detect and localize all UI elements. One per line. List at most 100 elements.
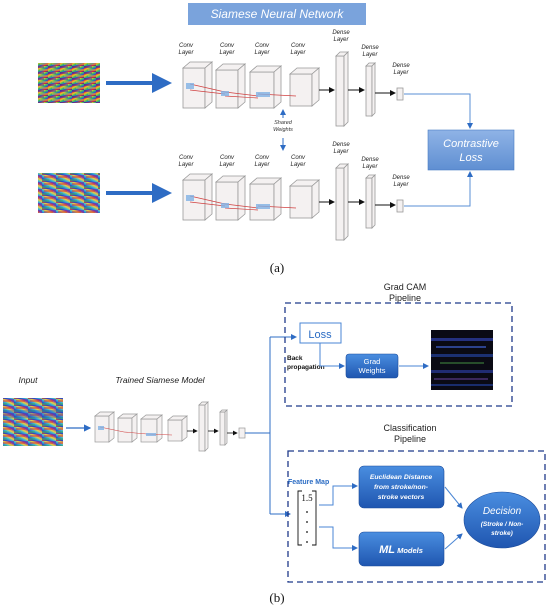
loss-connector-top <box>404 93 473 129</box>
ml-models-label: ML Models <box>379 544 423 556</box>
euclidean-label-2: from stroke/non- <box>374 484 429 491</box>
kernel-top-1 <box>186 83 194 89</box>
dense-block-1 <box>335 51 349 127</box>
conv-block-b3 <box>248 177 283 221</box>
dense-block-2 <box>365 62 376 117</box>
model-kernel-2 <box>146 433 156 436</box>
dense-label-2: Dense <box>361 45 379 51</box>
dense-label-b1b: Layer <box>333 149 349 155</box>
conv-label-4b: Layer <box>290 50 306 56</box>
caption-a: (a) <box>270 260 284 275</box>
dense-label-3: Dense <box>392 63 410 69</box>
back-prop-label: Back <box>287 355 303 362</box>
back-prop-label-2: propagation <box>287 364 325 371</box>
model-conv-4 <box>167 415 188 442</box>
decision-label: Decision <box>483 506 522 517</box>
conv-block-4 <box>288 67 321 107</box>
dense-label-2b: Layer <box>362 52 378 58</box>
vector-first-value: 1.5 <box>301 493 313 503</box>
ml-models-label-bold: ML <box>379 544 395 556</box>
conv-label-b4: Conv <box>291 155 306 161</box>
euclidean-box <box>358 465 445 509</box>
conv-label-4: Conv <box>291 43 306 49</box>
dense-block-b3 <box>396 199 404 213</box>
conv-label-b2: Conv <box>220 155 235 161</box>
conv-label-3: Conv <box>255 43 270 49</box>
title-box <box>188 3 366 25</box>
ml-to-decision <box>444 533 463 550</box>
kernel-bottom-1 <box>186 195 194 201</box>
kernel-bottom-3 <box>256 204 270 209</box>
network-title: Siamese Neural Network <box>211 7 345 21</box>
input-spectrogram-bottom <box>38 173 100 213</box>
decision-node <box>463 491 541 549</box>
feature-map-label: Feature Map <box>288 479 329 486</box>
conv-label-b3b: Layer <box>254 162 270 168</box>
dense-block-b1 <box>335 163 349 241</box>
dense-label-b3: Dense <box>392 175 410 181</box>
top-branch <box>181 51 404 127</box>
conv-block-b4 <box>288 179 321 219</box>
contrastive-loss-label: Contrastive <box>443 138 499 150</box>
ml-models-label-rest: Models <box>395 546 423 555</box>
shared-weights-label-2: Weights <box>273 127 293 133</box>
input-label: Input <box>19 375 39 385</box>
gradcam-title: Grad CAM <box>384 282 427 292</box>
kernel-top-3 <box>256 92 270 97</box>
dense-label-1: Dense <box>332 30 350 36</box>
dense-label-3b: Layer <box>393 70 409 76</box>
euclidean-label: Euclidean Distance <box>370 474 433 481</box>
conv-label-1b: Layer <box>178 50 194 56</box>
gradcam-heatmap <box>431 330 493 390</box>
conv-label-1: Conv <box>179 43 194 49</box>
gradcam-frame <box>284 302 513 407</box>
model-conv-2 <box>117 413 138 443</box>
conv-label-2: Conv <box>220 43 235 49</box>
input-band <box>3 410 63 418</box>
vector-to-euclid <box>319 483 358 506</box>
vector-right-bracket <box>312 490 317 546</box>
vector-ellipsis <box>306 511 308 543</box>
dense-label-1b: Layer <box>333 37 349 43</box>
conv-label-2b: Layer <box>219 50 235 56</box>
dense-label-b2b: Layer <box>362 164 378 170</box>
decision-label-3: stroke) <box>491 530 513 537</box>
conv-label-b3: Conv <box>255 155 270 161</box>
conv-label-b4b: Layer <box>290 162 306 168</box>
dense-label-b3b: Layer <box>393 182 409 188</box>
gradcam-title-2: Pipeline <box>389 293 421 303</box>
conv-block-3 <box>248 65 283 109</box>
model-dense-2 <box>219 409 228 446</box>
conv-label-b1: Conv <box>179 155 194 161</box>
grad-weights-label: Grad <box>364 357 381 366</box>
decision-label-2: (Stroke / Non- <box>481 521 524 528</box>
trained-model <box>94 401 246 452</box>
vector-to-ml <box>319 526 358 551</box>
conv-block-b2 <box>214 175 247 221</box>
input-image <box>3 398 63 446</box>
model-dense-1 <box>198 401 209 452</box>
dense-label-b1: Dense <box>332 142 350 148</box>
euclidean-label-3: stroke vectors <box>378 494 425 501</box>
classification-title: Classification <box>383 423 436 433</box>
model-conv-1 <box>94 411 115 443</box>
grad-weights-box <box>345 353 399 379</box>
loss-connector-bottom <box>404 171 473 207</box>
kernel-bottom-2 <box>221 203 229 208</box>
dense-block-b2 <box>365 174 376 229</box>
backprop-arrow <box>319 343 345 369</box>
contrastive-loss-box <box>427 129 515 171</box>
ml-models-box <box>358 531 445 567</box>
contrastive-loss-label-2: Loss <box>459 152 483 164</box>
vector-left-bracket <box>297 490 302 546</box>
kernel-top-2 <box>221 91 229 96</box>
euclid-to-decision <box>444 486 463 509</box>
classification-frame <box>287 450 546 583</box>
conv-label-b1b: Layer <box>178 162 194 168</box>
shared-weights-label: Shared <box>274 120 293 126</box>
conv-block-2 <box>214 63 247 109</box>
caption-b: (b) <box>269 590 284 605</box>
grad-weights-label-2: Weights <box>359 366 386 375</box>
model-label: Trained Siamese Model <box>115 375 205 385</box>
